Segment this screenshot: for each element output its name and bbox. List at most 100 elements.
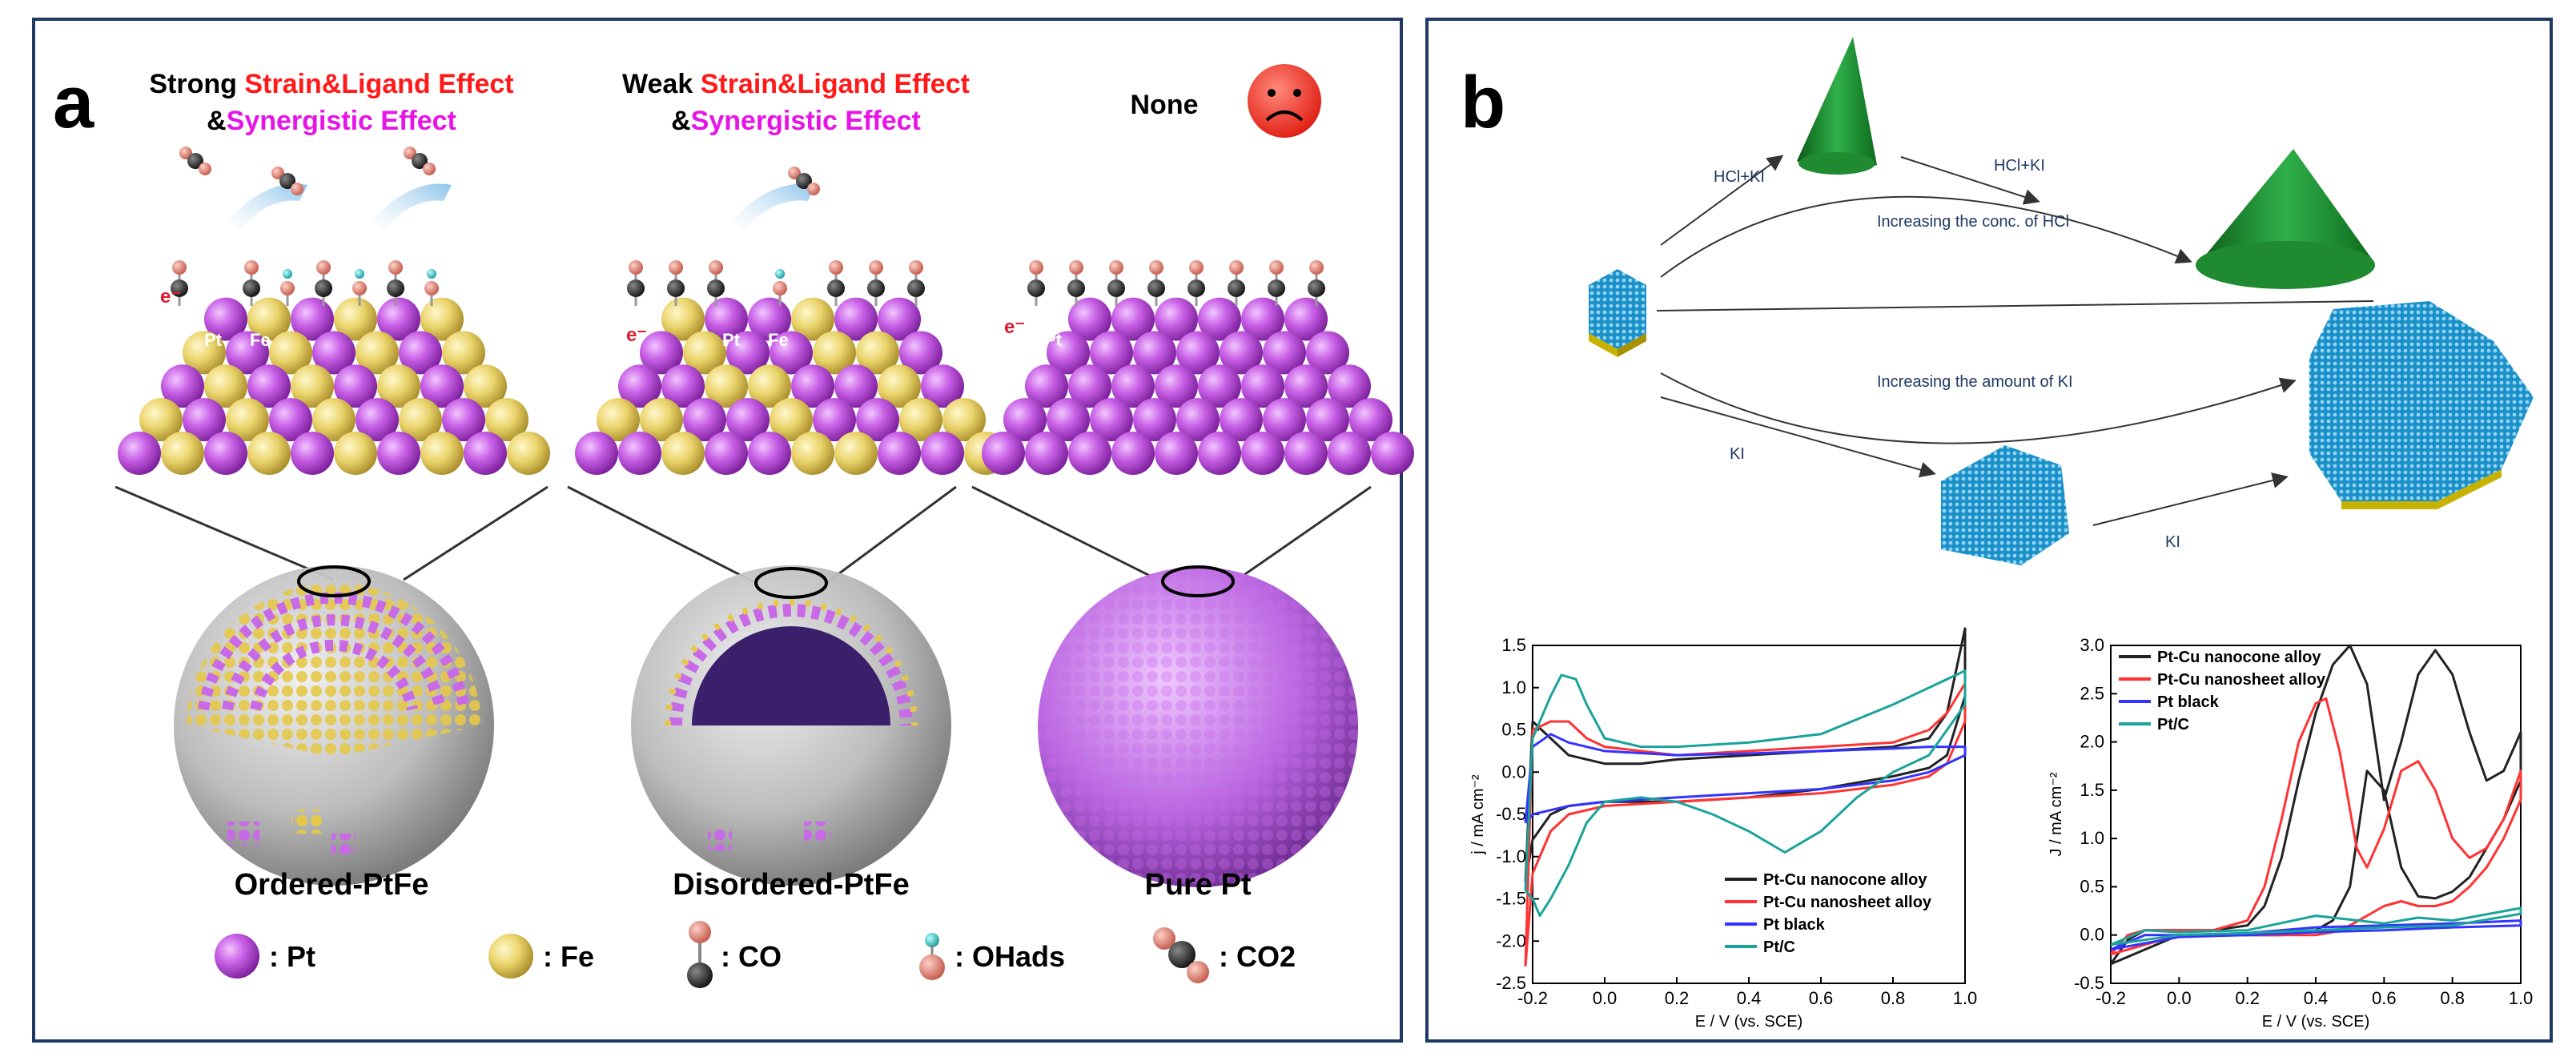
fe-atom: [813, 331, 856, 375]
pt-atom: [1176, 331, 1220, 375]
pt-atom: [726, 331, 770, 375]
pt-atom: [399, 331, 442, 375]
y-tick-label: 0.5: [2080, 876, 2104, 896]
y-tick-label: 0.0: [1501, 762, 1526, 782]
pt-atom: [1155, 364, 1198, 408]
y-axis-label: J / mA cm⁻²: [2048, 772, 2065, 856]
fe-atom: [834, 432, 878, 475]
co-oxygen: [669, 260, 683, 275]
pt-atom: [1220, 331, 1263, 375]
fe-atom: [856, 331, 899, 375]
y-tick-label: -1.0: [1496, 846, 1526, 866]
fe-atom: [161, 432, 204, 475]
panel-a-illustration: [115, 64, 1414, 988]
y-axis-label: j / mA cm⁻²: [1469, 774, 1487, 855]
pt-atom: [356, 398, 399, 442]
pt-atom: [1263, 398, 1306, 442]
pt-atom: [1003, 398, 1047, 442]
arrow-label-hcl-ki-1: HCl+KI: [1714, 168, 1765, 186]
pt-atom: [291, 432, 334, 475]
pt-atom: [1176, 398, 1220, 442]
co-oxygen: [1029, 260, 1043, 275]
arrow-label-amount-ki: Increasing the amount of KI: [1877, 373, 2073, 391]
co2-release-group: [227, 183, 816, 231]
co-carbon: [387, 279, 404, 297]
pt-atom: [1241, 432, 1284, 475]
header-none: None: [1130, 90, 1199, 120]
oh-hydrogen: [775, 269, 785, 279]
series-line: [1524, 669, 1967, 918]
fe-atom: [334, 432, 377, 475]
header-disordered: Weak Strain&Ligand Effect &Synergistic E…: [588, 66, 1004, 139]
header-amp: &: [671, 106, 691, 136]
co-oxygen: [172, 260, 187, 275]
pt-atom: [1068, 432, 1111, 475]
oh-oxygen: [280, 281, 295, 295]
x-axis-label: E / V (vs. SCE): [2262, 1013, 2369, 1031]
pt-atom: [748, 432, 791, 475]
sphere-disordered: [631, 565, 951, 886]
header-prefix: Strong: [149, 69, 245, 99]
electron-label: e⁻: [1004, 316, 1026, 338]
pt-atom: [661, 364, 705, 408]
fe-atom: [597, 398, 640, 442]
pt-atom: [1306, 331, 1349, 375]
pt-atom: [183, 398, 226, 442]
oh-hydrogen: [427, 269, 436, 279]
x-tick-label: 1.0: [2509, 988, 2534, 1008]
pt-atom: [1328, 432, 1371, 475]
co-oxygen: [869, 260, 883, 275]
fe-atom: [269, 331, 312, 375]
series-line: [1524, 733, 1967, 824]
pt-atom: [312, 331, 356, 375]
co-carbon: [1027, 279, 1045, 297]
arrow-label-hcl-ki-2: HCl+KI: [1994, 157, 2045, 175]
series-line: [2110, 906, 2522, 946]
series-line: [2109, 697, 2522, 956]
pt-atom: [878, 432, 921, 475]
fe-atom: [683, 331, 726, 375]
fe-atom: [226, 398, 269, 442]
header-synergy: Synergistic Effect: [690, 106, 921, 136]
pt-atom: [1284, 432, 1328, 475]
cone-large: [2196, 149, 2375, 289]
sphere-ordered: [174, 565, 494, 886]
x-tick-label: 0.8: [1881, 988, 1906, 1008]
legend-fe: : Fe: [543, 940, 595, 973]
legend-oh: : OHads: [954, 940, 1066, 973]
pt-atom-label: Pt: [204, 330, 222, 350]
co-oxygen: [1229, 260, 1244, 275]
y-tick-label: 1.0: [1501, 677, 1526, 697]
co-carbon: [1268, 279, 1285, 297]
co-carbon: [707, 279, 725, 297]
legend-label: Pt black: [2157, 693, 2220, 711]
pt-atom: [1111, 297, 1155, 341]
pt-atom: [618, 364, 661, 408]
nanoplate-start: [1589, 269, 1646, 357]
pt-atom: [1306, 398, 1349, 442]
legend-co2: : CO2: [1219, 940, 1296, 973]
legend-pt: : Pt: [269, 940, 315, 973]
co-carbon: [867, 279, 885, 297]
pt-atom: [204, 297, 247, 341]
fe-atom: [312, 398, 356, 442]
pt-atom: [1068, 364, 1111, 408]
pt-atom: [791, 364, 834, 408]
pt-atom: [1090, 331, 1133, 375]
y-tick-label: -0.5: [1496, 804, 1526, 824]
pt-atom: [1068, 297, 1111, 341]
legend-label: Pt-Cu nanocone alloy: [2157, 649, 2321, 666]
pt-atom: [1241, 364, 1284, 408]
co-carbon: [1228, 279, 1245, 297]
pt-atom: [834, 364, 878, 408]
fe-atom: [791, 432, 834, 475]
adsorbates: [171, 260, 1325, 306]
pt-atom: [291, 297, 334, 341]
pt-atom: [1047, 398, 1090, 442]
pt-atom: [1241, 297, 1284, 341]
fe-atom: [748, 364, 791, 408]
pt-atom-label: Pt: [722, 330, 740, 350]
sphere-pure-pt: [1038, 565, 1358, 887]
pt-atom: [770, 331, 813, 375]
